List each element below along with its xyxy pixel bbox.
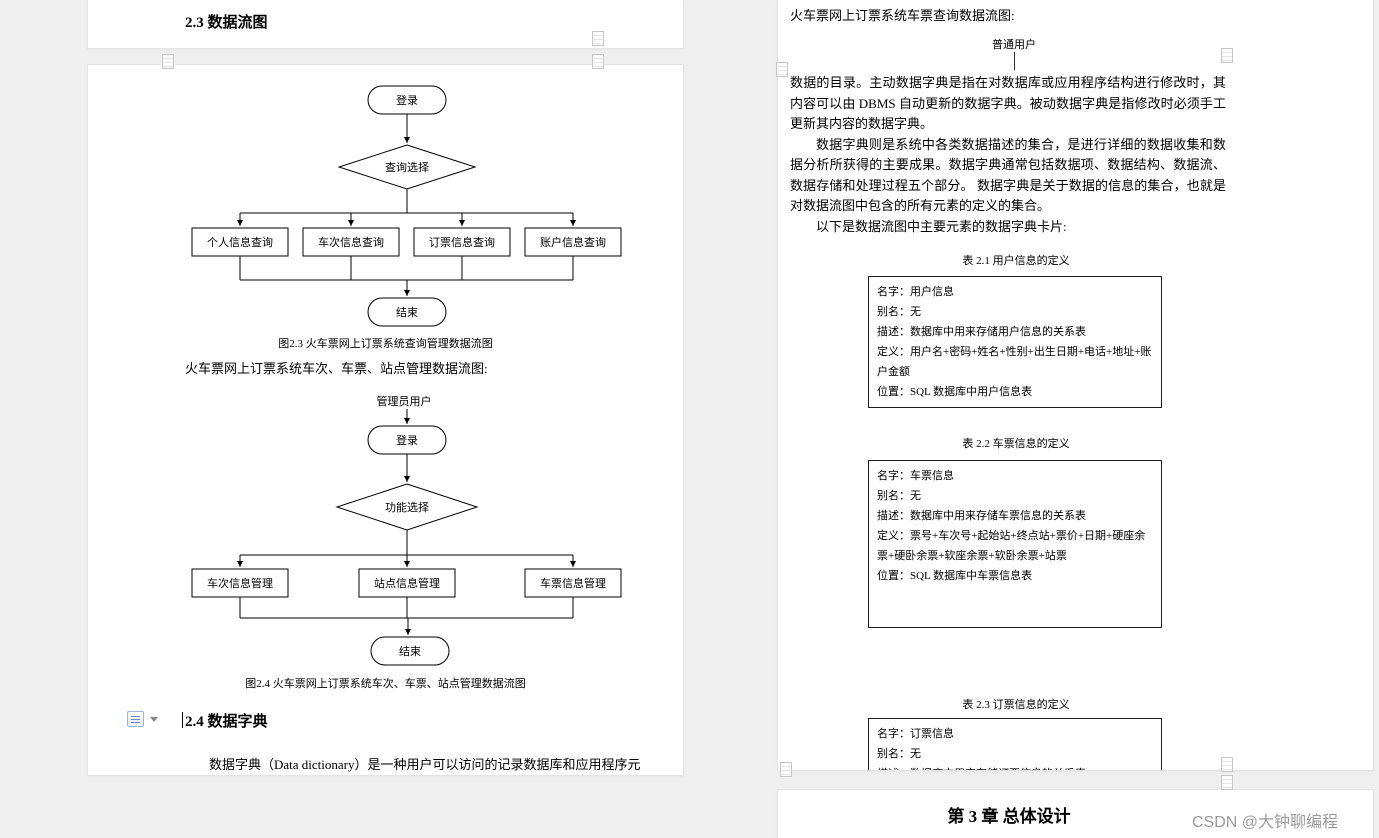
definition-card-user-info: 名字：用户信息 别名：无 描述：数据库中用来存储用户信息的关系表 定义：用户名+… bbox=[868, 276, 1162, 408]
flowchart-admin-management bbox=[191, 409, 622, 666]
between-flowcharts-text: 火车票网上订票系统车次、车票、站点管理数据流图: bbox=[185, 361, 488, 376]
definition-card-ticket-info: 名字：车票信息 别名：无 描述：数据库中用来存储车票信息的关系表 定义：票号+车… bbox=[868, 460, 1162, 628]
section-heading-2-4: 2.4 数据字典 bbox=[185, 714, 268, 730]
actor-normal-user-label: 普通用户 bbox=[992, 39, 1036, 51]
fc2-branch-node-2 bbox=[524, 568, 622, 598]
fc2-branch-label-0: 车次信息管理 bbox=[207, 578, 273, 590]
text-cursor bbox=[182, 712, 183, 728]
right-page-main[interactable]: 火车票网上订票系统车票查询数据流图: 普通用户 数据的目录。主动数据字典是指在对… bbox=[778, 0, 1373, 770]
fc2-branch-label-1: 站点信息管理 bbox=[374, 578, 440, 590]
markup-marker-icon[interactable] bbox=[1221, 775, 1233, 790]
markup-marker-icon[interactable] bbox=[162, 54, 174, 69]
definition-row: 描述：数据库中用来存储用户信息的关系表 bbox=[877, 326, 1086, 338]
figure-caption-2-3: 图2.3 火车票网上订票系统查询管理数据流图 bbox=[278, 338, 493, 350]
fc1-end-label: 结束 bbox=[396, 307, 418, 319]
fc1-branch-label-3: 账户信息查询 bbox=[540, 237, 606, 249]
fc1-decision-node bbox=[337, 144, 477, 190]
fc2-start-label: 登录 bbox=[396, 435, 418, 447]
fc1-branch-node-0 bbox=[191, 227, 289, 257]
fc2-branch-node-0 bbox=[191, 568, 289, 598]
fc2-decision-label: 功能选择 bbox=[385, 502, 429, 514]
fc1-start-node bbox=[367, 85, 447, 115]
csdn-watermark: CSDN @大钟聊编程 bbox=[1192, 814, 1339, 831]
fc1-branch-label-1: 车次信息查询 bbox=[318, 237, 384, 249]
definition-row: 位置：SQL 数据库中车票信息表 bbox=[877, 570, 1033, 582]
fc1-branch-label-0: 个人信息查询 bbox=[207, 237, 273, 249]
dictionary-paragraphs: 数据的目录。主动数据字典是指在对数据库或应用程序结构进行修改时，其内容可以由 D… bbox=[790, 73, 1226, 237]
fc1-branch-node-2 bbox=[413, 227, 511, 257]
definition-row: 名字：订票信息 bbox=[877, 728, 954, 740]
paste-options-icon[interactable] bbox=[127, 711, 144, 727]
fc1-end-node bbox=[367, 297, 447, 327]
definition-row: 定义：票号+车次号+起始站+终点站+票价+日期+硬座余票+硬卧余票+软座余票+软… bbox=[877, 530, 1146, 562]
definition-row: 描述：数据库中用来存储车票信息的关系表 bbox=[877, 510, 1086, 522]
fc2-decision-node bbox=[335, 483, 479, 531]
fc1-branch-node-1 bbox=[302, 227, 400, 257]
flowchart-canvas bbox=[191, 85, 622, 666]
definition-row: 名字：车票信息 bbox=[877, 470, 954, 482]
definition-row: 别名：无 bbox=[877, 490, 921, 502]
fc2-branch-node-1 bbox=[358, 568, 456, 598]
fc2-actor-label: 管理员用户 bbox=[376, 396, 432, 408]
definition-row: 位置：SQL 数据库中用户信息表 bbox=[877, 386, 1033, 398]
markup-marker-icon[interactable] bbox=[776, 62, 788, 77]
fc2-start-node bbox=[367, 425, 447, 455]
fc1-branch-label-2: 订票信息查询 bbox=[429, 237, 495, 249]
paragraph-dictionary: 数据字典则是系统中各类数据描述的集合，是进行详细的数据收集和数据分析所获得的主要… bbox=[790, 136, 1226, 214]
definition-row: 别名：无 bbox=[877, 306, 921, 318]
actor-connector-line bbox=[1014, 52, 1015, 70]
table-caption-2-1: 表 2.1 用户信息的定义 bbox=[962, 255, 1070, 267]
markup-marker-icon[interactable] bbox=[1221, 48, 1233, 63]
dictionary-intro-paragraph: 数据字典（Data dictionary）是一种用户可以访问的记录数据库和应用程… bbox=[209, 757, 641, 772]
section-heading-2-3: 2.3 数据流图 bbox=[185, 15, 268, 31]
paragraph-continuation: 数据的目录。主动数据字典是指在对数据库或应用程序结构进行修改时，其内容可以由 D… bbox=[790, 75, 1226, 131]
definition-row: 描述：数据库中用来存储订票信息的关系表 bbox=[877, 764, 1153, 770]
fc1-start-label: 登录 bbox=[396, 95, 418, 107]
chevron-down-icon[interactable] bbox=[150, 717, 158, 722]
markup-marker-icon[interactable] bbox=[780, 762, 792, 777]
fc2-end-node bbox=[370, 636, 450, 666]
table-caption-2-3: 表 2.3 订票信息的定义 bbox=[962, 699, 1070, 711]
chapter-3-heading: 第 3 章 总体设计 bbox=[947, 807, 1071, 826]
definition-row: 名字：用户信息 bbox=[877, 286, 954, 298]
table-caption-2-2: 表 2.2 车票信息的定义 bbox=[962, 438, 1070, 450]
fc2-branch-label-2: 车票信息管理 bbox=[540, 578, 606, 590]
definition-card-booking-info: 名字：订票信息 别名：无 描述：数据库中用来存储订票信息的关系表 bbox=[868, 718, 1162, 770]
fc1-branch-node-3 bbox=[524, 227, 622, 257]
definition-row: 别名：无 bbox=[877, 748, 921, 760]
markup-marker-icon[interactable] bbox=[1221, 757, 1233, 772]
definition-row: 定义：用户名+密码+姓名+性别+出生日期+电话+地址+账户金额 bbox=[877, 346, 1152, 378]
paragraph-cards-intro: 以下是数据流图中主要元素的数据字典卡片: bbox=[816, 218, 1067, 234]
left-page-top-fragment[interactable]: 2.3 数据流图 bbox=[88, 0, 683, 48]
flowchart-query-management bbox=[191, 85, 622, 327]
fc2-end-label: 结束 bbox=[399, 646, 421, 658]
markup-marker-icon[interactable] bbox=[592, 31, 604, 46]
left-page-main[interactable]: 登录 查询选择 个人信息查询 车次信息查询 订票信息查询 账户信息查询 结束 图… bbox=[88, 65, 683, 775]
ticket-query-intro-line: 火车票网上订票系统车票查询数据流图: bbox=[790, 8, 1015, 23]
markup-marker-icon[interactable] bbox=[592, 54, 604, 69]
fc1-decision-label: 查询选择 bbox=[385, 162, 429, 174]
figure-caption-2-4: 图2.4 火车票网上订票系统车次、车票、站点管理数据流图 bbox=[245, 678, 526, 690]
right-page-next-fragment[interactable]: 第 3 章 总体设计 bbox=[778, 790, 1373, 838]
